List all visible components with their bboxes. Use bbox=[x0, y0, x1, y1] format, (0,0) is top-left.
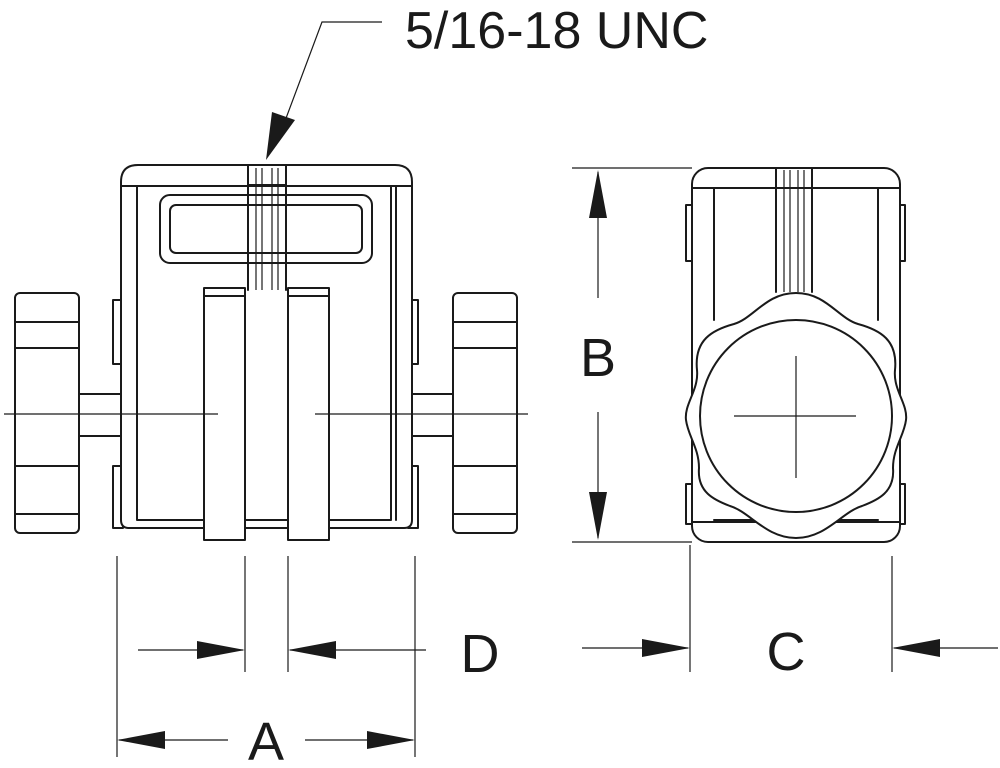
clamp-body bbox=[120, 164, 413, 541]
dimension-c-label: C bbox=[767, 622, 806, 682]
dimension-a-label: A bbox=[248, 712, 284, 768]
dimension-d-label: D bbox=[461, 624, 500, 684]
dimension-d: D bbox=[138, 556, 500, 684]
dimension-a: A bbox=[116, 556, 416, 768]
dimension-b-label: B bbox=[580, 328, 616, 388]
dimension-c: C bbox=[582, 545, 998, 682]
front-view bbox=[4, 164, 528, 541]
thread-callout: 5/16-18 UNC bbox=[266, 2, 708, 160]
thread-label: 5/16-18 UNC bbox=[405, 2, 708, 60]
left-knob bbox=[14, 292, 124, 534]
side-view bbox=[684, 167, 908, 543]
dimension-b: B bbox=[572, 167, 692, 543]
right-knob bbox=[407, 292, 518, 534]
